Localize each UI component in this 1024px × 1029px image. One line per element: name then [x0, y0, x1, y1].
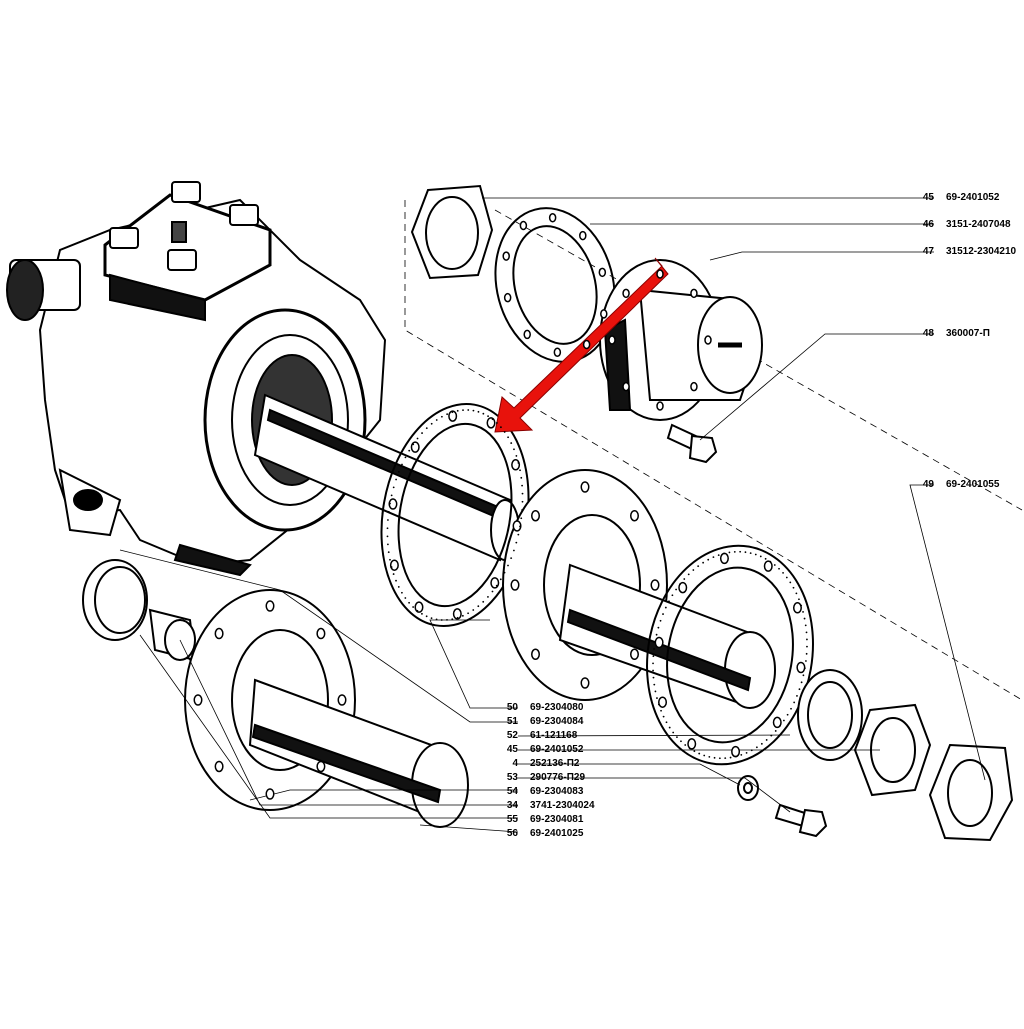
- callout-part-number: 61-121168: [530, 730, 578, 741]
- callout-part-number: 31512-2304210: [946, 246, 1017, 257]
- callout-part-number: 69-2304080: [530, 702, 584, 713]
- gasket-upper-holes: [502, 212, 608, 358]
- callout-number: 48: [922, 328, 934, 339]
- callout-part-number: 3151-2407048: [946, 219, 1011, 230]
- gasket-lower-dots: [652, 550, 808, 760]
- washer-4: [737, 775, 759, 801]
- hub-lock-holes: [608, 269, 712, 411]
- gasket-lower-right: [646, 544, 814, 766]
- callout-part-number: 69-2304084: [530, 716, 584, 727]
- seal-ring-left: [82, 559, 148, 641]
- bolt-48: [666, 423, 718, 464]
- hub-lock-assembly: [599, 259, 763, 421]
- lock-plate-49: [928, 743, 1014, 842]
- callout-number: 55: [506, 814, 518, 825]
- callout-part-number: 290776-П29: [530, 772, 586, 783]
- callout-part-number: 3741-2304024: [530, 800, 595, 811]
- red-pointer-arrow: [494, 257, 669, 433]
- leader-lines: [119, 197, 986, 833]
- callout-number: 52: [506, 730, 518, 741]
- callout-number: 51: [506, 716, 518, 727]
- nut-upper: [410, 184, 494, 280]
- flange-hub-middle: [502, 469, 776, 709]
- callout-part-number: 69-2401052: [946, 192, 1000, 203]
- callout-part-number: 69-2401025: [530, 828, 584, 839]
- flange-hub-lower: [184, 589, 469, 828]
- gasket-middle-dots: [386, 409, 524, 621]
- callout-number: 56: [506, 828, 518, 839]
- callout-number: 49: [922, 479, 934, 490]
- axle-shaft: [253, 393, 520, 562]
- callout-number: 45: [922, 192, 934, 203]
- callout-number: 53: [506, 772, 518, 783]
- callout-number: 50: [506, 702, 518, 713]
- bolt-53: [774, 803, 828, 838]
- callout-part-number: 69-2401055: [946, 479, 1000, 490]
- bushing-left: [148, 608, 197, 662]
- lock-washer-52: [797, 669, 863, 761]
- callout-number: 34: [506, 800, 518, 811]
- top-bolts: [109, 181, 259, 271]
- callout-number: 54: [506, 786, 518, 797]
- callout-number: 47: [922, 246, 934, 257]
- callout-part-number: 69-2401052: [530, 744, 584, 755]
- gasket-middle-holes: [388, 410, 522, 620]
- flange-middle-holes: [510, 481, 660, 689]
- callout-number: 45: [506, 744, 518, 755]
- callout-number: 4: [512, 758, 518, 769]
- nut-lower-45: [853, 703, 932, 797]
- callout-part-number: 69-2304083: [530, 786, 584, 797]
- callout-part-number: 69-2304081: [530, 814, 584, 825]
- flange-lower-holes: [193, 600, 347, 800]
- callout-part-number: 252136-П2: [530, 758, 580, 769]
- gasket-lower-holes: [654, 552, 806, 758]
- callout-number: 46: [922, 219, 934, 230]
- callout-part-number: 360007-П: [946, 328, 990, 339]
